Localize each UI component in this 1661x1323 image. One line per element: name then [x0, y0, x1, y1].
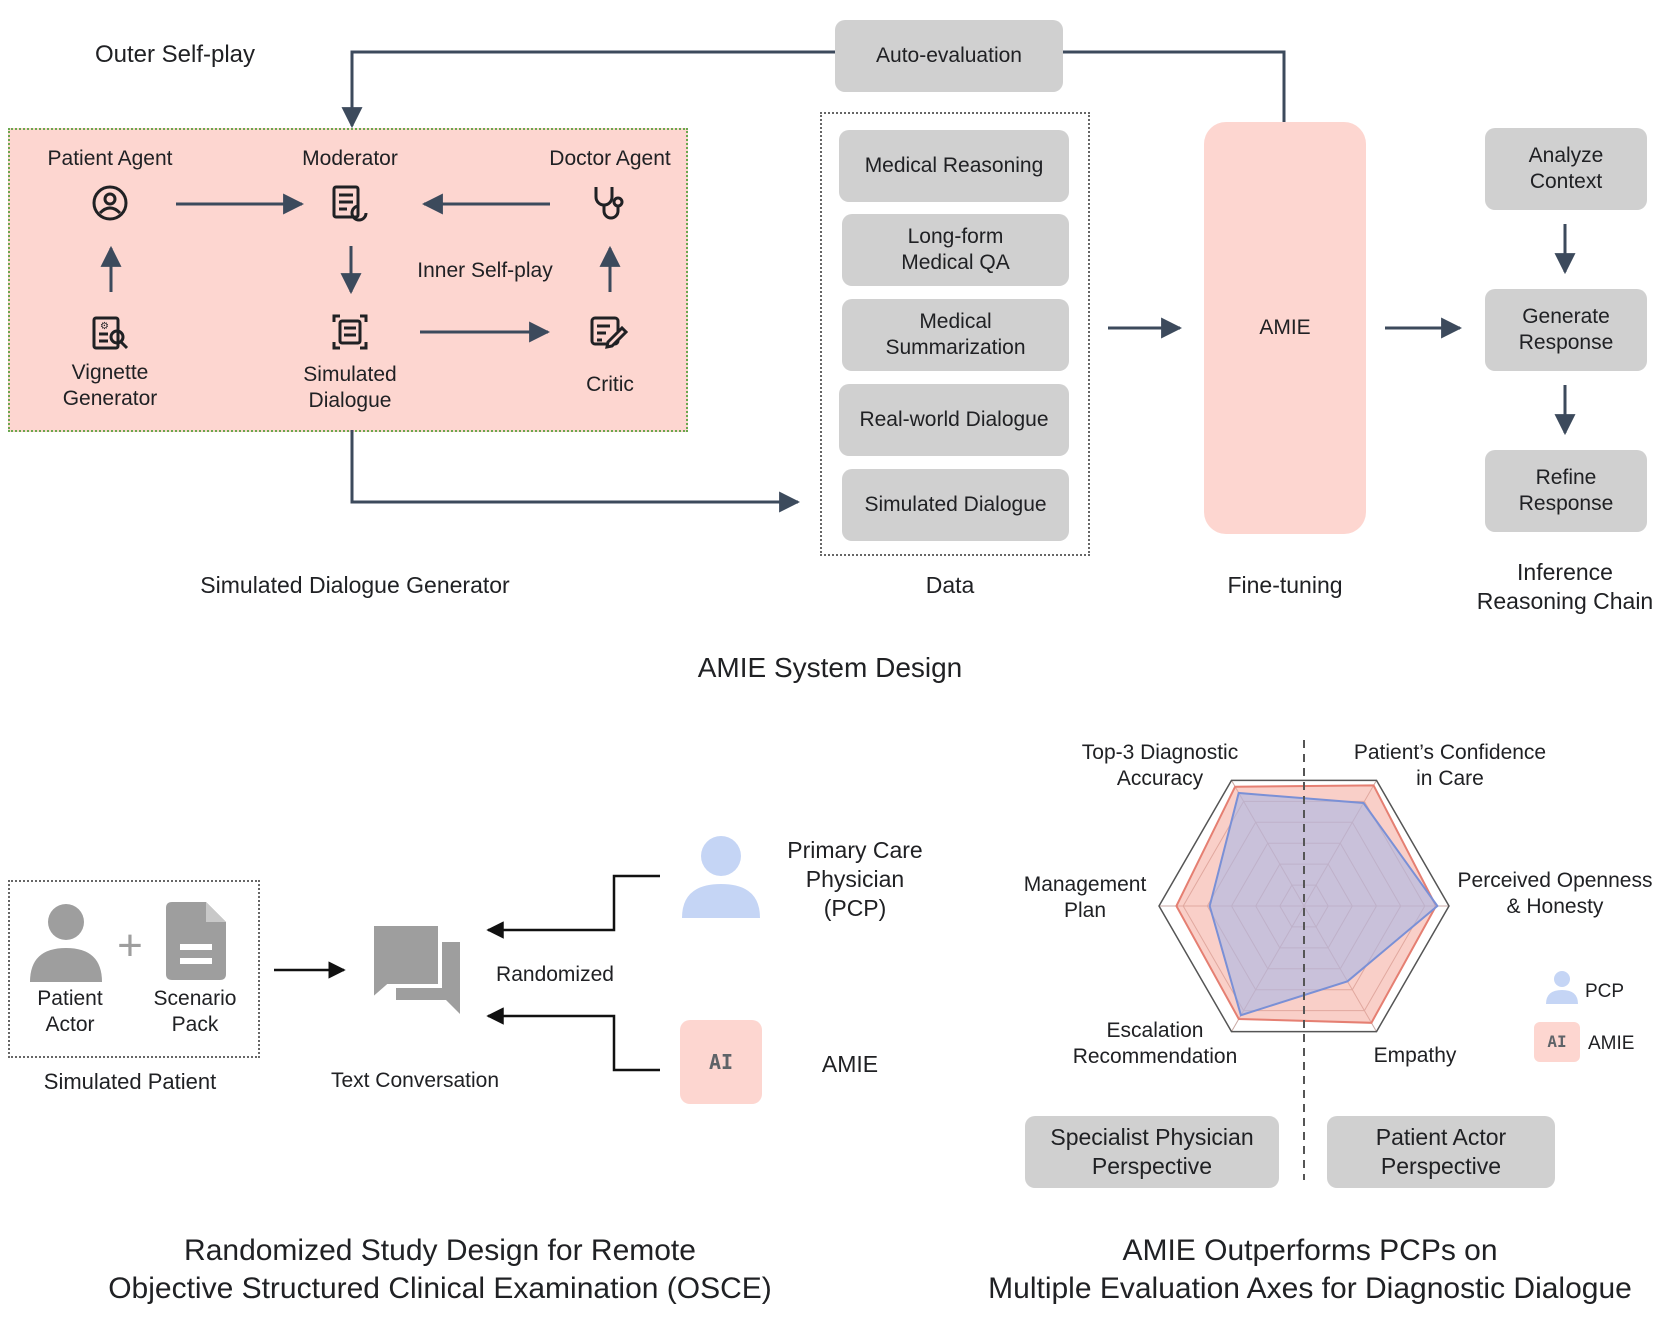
data-item-real-world-dialogue: Real-world Dialogue: [839, 384, 1069, 456]
outer-loop-left: [341, 50, 835, 129]
legend-pcp-label: PCP: [1585, 981, 1625, 1002]
text-conversation-caption: Text Conversation: [330, 1069, 500, 1092]
axis-label-escalation-recommendation: Escalation Recommendation: [1072, 1019, 1238, 1069]
patient-agent-icon: [92, 185, 128, 221]
axis-label-management-plan: Management Plan: [1023, 873, 1147, 923]
amie-label: AMIE: [821, 1051, 879, 1077]
data-item-simulated-dialogue: Simulated Dialogue: [842, 469, 1069, 541]
doctor-agent-label: Doctor Agent: [549, 147, 671, 170]
chain-generate-response: Generate Response: [1485, 289, 1647, 371]
simulated-dialogue-node-label: Simulated Dialogue: [303, 363, 397, 413]
caption-simulated-dialogue-generator: Simulated Dialogue Generator: [200, 572, 510, 598]
stethoscope-icon: [594, 187, 624, 220]
data-item-medical-summarization: Medical Summarization: [842, 299, 1069, 371]
legend-amie-label: AMIE: [1588, 1033, 1635, 1054]
ai-badge: AI: [680, 1020, 762, 1104]
arrow-amie-to-conversation: [486, 1007, 660, 1072]
simulated-dialogue-icon: [332, 314, 368, 350]
plus-sign: +: [117, 921, 143, 970]
outer-self-play-label: Outer Self-play: [94, 41, 256, 68]
patient-actor-perspective: Patient Actor Perspective: [1327, 1116, 1555, 1188]
section-title-system-design: AMIE System Design: [697, 652, 963, 683]
text-conversation-icon: [370, 922, 460, 1014]
caption-data: Data: [925, 572, 975, 598]
scenario-pack-label: Scenario Pack: [153, 987, 237, 1037]
arrow-pcp-to-conversation: [486, 874, 660, 939]
data-item-long-form-qa: Long-form Medical QA: [842, 214, 1069, 286]
simulated-patient-group: [8, 880, 260, 1058]
patient-actor-icon: [30, 904, 102, 982]
scenario-pack-icon: [166, 902, 226, 980]
radar-series-pcp: [1208, 791, 1439, 1017]
patient-agent-label: Patient Agent: [47, 147, 173, 170]
data-group: [820, 112, 1090, 556]
simulated-patient-caption: Simulated Patient: [43, 1069, 217, 1094]
inner-self-play-label: Inner Self-play: [417, 259, 553, 282]
legend-ai-badge: AI: [1534, 1022, 1580, 1062]
outer-loop-right: [1063, 50, 1286, 122]
randomized-label: Randomized: [496, 963, 614, 986]
arrow-generator-to-data: [350, 430, 801, 513]
specialist-physician-perspective: Specialist Physician Perspective: [1025, 1116, 1279, 1188]
legend-pcp-icon: [1546, 971, 1578, 1004]
vignette-generator-label: Vignette Generator: [62, 361, 158, 411]
pcp-icon: [682, 836, 760, 918]
moderator-icon: [332, 185, 368, 222]
axis-label-empathy: Empathy: [1373, 1044, 1457, 1067]
vignette-generator-icon: ⚙: [92, 316, 129, 350]
amie-model-box: AMIE: [1204, 122, 1366, 534]
axis-label-top-3-diagnostic-accuracy: Top-3 Diagnostic Accuracy: [1081, 741, 1239, 791]
patient-actor-label: Patient Actor: [37, 987, 103, 1037]
axis-label-perceived-openness: Perceived Openness & Honesty: [1457, 869, 1653, 919]
chain-analyze-context: Analyze Context: [1485, 128, 1647, 210]
caption-inference-reasoning-chain: Inference Reasoning Chain: [1476, 559, 1654, 614]
outperforms-section-title: AMIE Outperforms PCPs on Multiple Evalua…: [988, 1234, 1632, 1305]
critic-icon: [590, 316, 628, 349]
moderator-label: Moderator: [302, 147, 398, 170]
svg-text:⚙: ⚙: [100, 321, 109, 332]
chain-refine-response: Refine Response: [1485, 450, 1647, 532]
pcp-label: Primary Care Physician (PCP): [787, 837, 923, 921]
auto-evaluation-box: Auto-evaluation: [835, 20, 1063, 92]
radar-outer-hexagon: [1158, 779, 1450, 1033]
critic-label: Critic: [586, 373, 634, 396]
axis-label-patients-confidence: Patient’s Confidence in Care: [1353, 741, 1547, 791]
data-item-medical-reasoning: Medical Reasoning: [839, 130, 1069, 202]
osce-section-title: Randomized Study Design for Remote Objec…: [108, 1234, 772, 1305]
caption-fine-tuning: Fine-tuning: [1227, 572, 1343, 598]
radar-chart: [1158, 779, 1450, 1033]
